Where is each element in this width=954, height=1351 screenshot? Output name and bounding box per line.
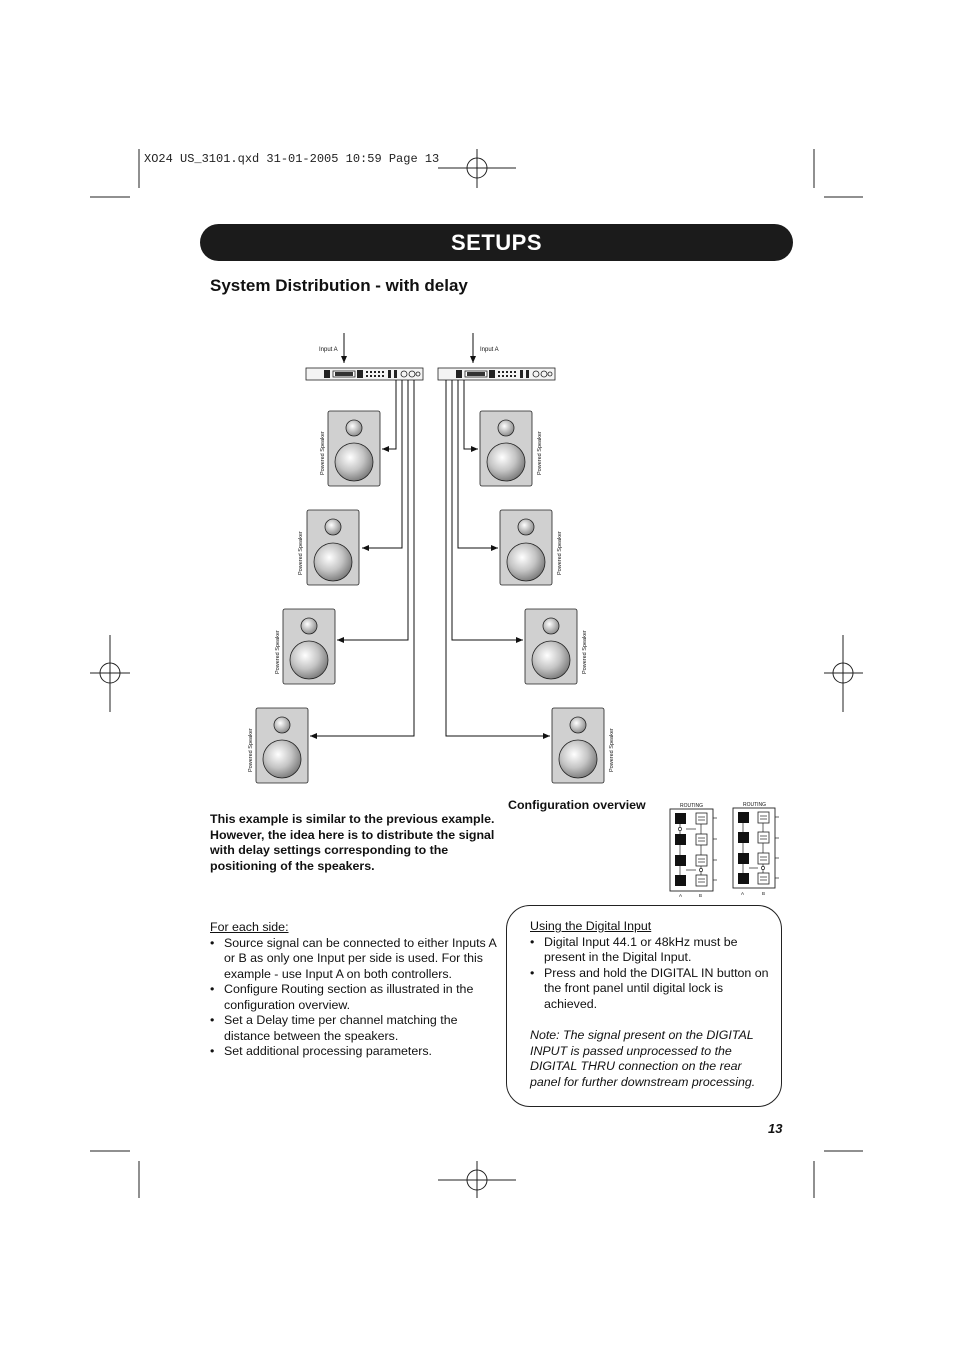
page-number: 13: [768, 1121, 783, 1136]
wiring-right: [445, 380, 550, 739]
routing-panel-left: ROUTING A B: [669, 803, 717, 898]
speaker-label: Powered Speaker: [275, 630, 281, 674]
speaker-label: Powered Speaker: [557, 531, 563, 575]
input-label-right: Input A: [480, 347, 499, 353]
page-title: SETUPS: [450, 229, 543, 255]
speaker-label: Powered Speaker: [248, 728, 254, 772]
speaker-left-3: [282, 608, 336, 685]
routing-col-b: B: [762, 891, 765, 896]
section-title: System Distribution - with delay: [210, 276, 468, 295]
routing-col-a: A: [741, 891, 744, 896]
speaker-right-3: [524, 608, 578, 685]
setup-steps: For each side: Source signal can be conn…: [210, 920, 500, 1060]
crossover-unit-right: [437, 367, 556, 381]
digital-input-content: Using the Digital Input Digital Input 44…: [530, 919, 770, 1090]
configuration-overview-label: Configuration overview: [508, 798, 646, 812]
digital-input-box: [506, 905, 782, 1107]
digital-input-heading: Using the Digital Input: [530, 919, 652, 933]
list-item: Source signal can be connected to either…: [210, 936, 500, 983]
speaker-left-2: [306, 509, 360, 586]
routing-title: ROUTING: [680, 803, 703, 809]
speaker-left-1: [327, 410, 381, 487]
speaker-label: Powered Speaker: [609, 728, 615, 772]
routing-title: ROUTING: [743, 802, 766, 808]
routing-panels: ROUTING A B ROUTING: [669, 802, 779, 898]
routing-col-b: B: [699, 893, 702, 898]
speaker-left-4: [255, 707, 309, 784]
crossover-unit-left: [305, 367, 424, 381]
speaker-right-1: [479, 410, 533, 487]
list-item: Set additional processing parameters.: [210, 1044, 500, 1060]
speaker-label: Powered Speaker: [298, 531, 304, 575]
speaker-label: Powered Speaker: [320, 431, 326, 475]
setup-diagram: Input A Input A: [248, 333, 615, 784]
speaker-right-2: [499, 509, 553, 586]
steps-heading: For each side:: [210, 920, 289, 934]
list-item: Configure Routing section as illustrated…: [210, 982, 500, 1013]
list-item: Press and hold the DIGITAL IN button on …: [530, 966, 770, 1013]
print-slug: XO24 US_3101.qxd 31-01-2005 10:59 Page 1…: [144, 152, 440, 166]
routing-col-a: A: [679, 893, 682, 898]
digital-input-note: Note: The signal present on the DIGITAL …: [530, 1028, 756, 1089]
intro-paragraph: This example is similar to the previous …: [210, 812, 495, 873]
list-item: Digital Input 44.1 or 48kHz must be pres…: [530, 935, 770, 966]
header-banner: SETUPS: [200, 224, 793, 261]
wiring-left: [310, 380, 415, 739]
routing-panel-right: ROUTING A B: [732, 802, 779, 896]
input-label-left: Input A: [319, 347, 338, 353]
speaker-label: Powered Speaker: [537, 431, 543, 475]
list-item: Set a Delay time per channel matching th…: [210, 1013, 500, 1044]
steps-list: Source signal can be connected to either…: [210, 936, 500, 1060]
speaker-right-4: [551, 707, 605, 784]
speaker-label: Powered Speaker: [582, 630, 588, 674]
digital-input-list: Digital Input 44.1 or 48kHz must be pres…: [530, 935, 770, 1013]
